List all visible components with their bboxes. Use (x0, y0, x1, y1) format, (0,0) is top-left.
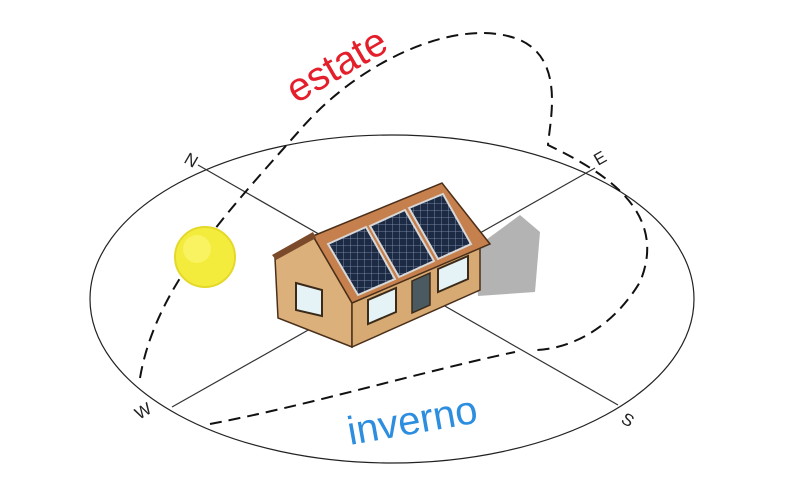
winter-sun-path (209, 351, 516, 425)
house-with-solar-panels-icon (272, 182, 540, 349)
horizon-ellipse (89, 134, 695, 464)
sun-icon (174, 226, 236, 288)
west-label: W (132, 399, 155, 423)
north-label: N (181, 149, 201, 172)
east-label: E (591, 147, 610, 169)
summer-label: estate (279, 19, 395, 112)
south-label: S (618, 409, 637, 431)
summer-sun-path (139, 32, 648, 379)
winter-label: inverno (344, 388, 481, 454)
